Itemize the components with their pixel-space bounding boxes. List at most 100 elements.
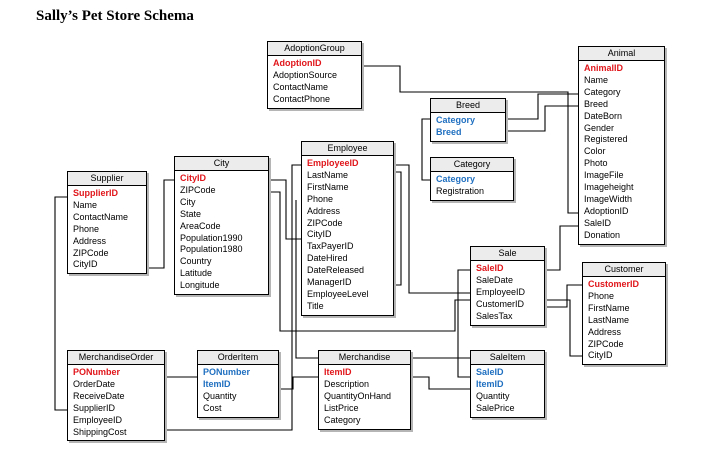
table-field: Quantity (203, 390, 237, 401)
table-title: Sale (471, 247, 544, 261)
rel-sale-customer (545, 284, 582, 308)
table-field: Quantity (476, 390, 510, 401)
primary-key-field: SaleID (476, 263, 504, 273)
table-field: Donation (584, 229, 621, 240)
primary-key-field: ItemID (324, 367, 352, 377)
primary-key-field: SupplierID (73, 188, 119, 198)
table-field: Category (324, 414, 361, 425)
table-field: SalesTax (476, 310, 513, 321)
table-field: LastName (307, 169, 349, 180)
rel-adoptiongroup-animal (362, 65, 578, 214)
table-field: Cost (203, 402, 222, 413)
table-field: EmployeeID (73, 414, 123, 425)
table-field: Breed (584, 98, 609, 109)
rel-breed-animal (506, 105, 578, 132)
table-field: Address (588, 326, 622, 337)
table-field: CityID (588, 350, 613, 361)
table-field: Registered (584, 134, 628, 145)
primary-key-field: CityID (180, 173, 207, 183)
table-field: AdoptionSource (273, 69, 338, 80)
rel-category-breed (421, 118, 430, 181)
table-field: Name (73, 199, 98, 210)
table-field: ManagerID (307, 277, 352, 288)
table-field: ContactPhone (273, 93, 331, 104)
key-field: Category (436, 174, 476, 184)
table-title: MerchandiseOrder (68, 351, 164, 365)
table-field: ShippingCost (73, 426, 127, 437)
table-field: FirstName (307, 181, 349, 192)
key-field: PONumber (203, 367, 251, 377)
table-field: Population1990 (180, 232, 243, 243)
table-field: OrderDate (73, 378, 116, 389)
table-field: Address (73, 235, 107, 246)
table-field: Category (584, 86, 621, 97)
table-field: ZIPCode (180, 184, 216, 195)
table-title: OrderItem (198, 351, 278, 365)
rel-orderitem-merchandise (279, 376, 318, 390)
table-field: ImageFile (584, 170, 624, 181)
table-title: Animal (579, 47, 664, 61)
table-field: CityID (307, 229, 332, 240)
table-field: ReceiveDate (73, 390, 125, 401)
table-field: ZIPCode (73, 247, 109, 258)
rel-city-customer (269, 191, 582, 357)
table-title: Customer (583, 263, 665, 277)
table-field: Country (180, 256, 212, 267)
primary-key-field: AdoptionID (273, 58, 322, 68)
table-field: ZIPCode (588, 338, 624, 349)
rel-employee-manager (394, 171, 402, 286)
diagram-title: Sally’s Pet Store Schema (36, 8, 194, 24)
table-field: Longitude (180, 280, 220, 291)
table-title: City (175, 157, 268, 171)
table-field: SaleDate (476, 274, 514, 285)
table-field: SalePrice (476, 402, 515, 413)
table-field: Population1980 (180, 244, 243, 255)
table-title: SaleItem (471, 351, 544, 365)
table-title: Breed (431, 99, 505, 113)
rel-sale-animal (545, 225, 578, 271)
key-field: SaleID (476, 367, 504, 377)
table-field: Imageheight (584, 182, 634, 193)
table-field: Photo (584, 158, 608, 169)
table-field: State (180, 208, 202, 219)
table-field: FirstName (588, 302, 630, 313)
rel-breed-category (506, 93, 578, 120)
table-field: Name (584, 74, 609, 85)
table-field: ContactName (73, 211, 129, 222)
table-field: CityID (73, 259, 98, 270)
table-field: DateHired (307, 253, 348, 264)
table-field: SupplierID (73, 402, 116, 413)
table-field: ImageWidth (584, 193, 633, 204)
key-field: Category (436, 115, 476, 125)
rel-merchandise-saleitem (411, 376, 470, 390)
rel-employee-order (165, 164, 301, 431)
primary-key-field: EmployeeID (307, 158, 359, 168)
table-field: EmployeeLevel (307, 288, 369, 299)
table-field: QuantityOnHand (324, 390, 392, 401)
table-field: ContactName (273, 81, 329, 92)
table-field: SaleID (584, 217, 612, 228)
table-field: LastName (588, 314, 630, 325)
